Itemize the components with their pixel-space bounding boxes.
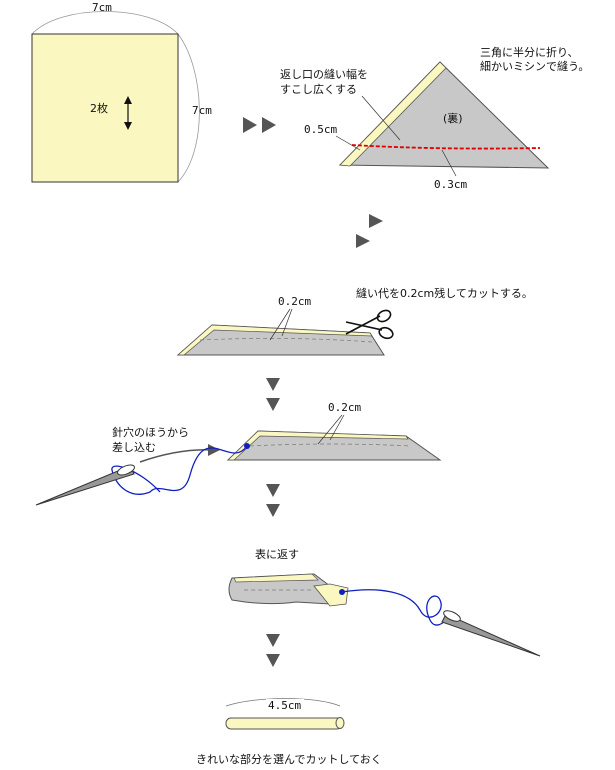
next-arrow-icon	[243, 117, 276, 133]
thread-entry-dot	[244, 443, 250, 449]
allowance-label: 0.2cm	[278, 295, 311, 308]
square-fabric	[31, 33, 179, 183]
allowance-leader-b	[329, 414, 345, 441]
tube-edge	[233, 573, 319, 583]
finished-cord	[225, 717, 343, 730]
seam-bottom-label: 0.3cm	[434, 178, 467, 191]
thread-exit-dot	[339, 589, 345, 595]
strip-edge	[227, 430, 409, 461]
double-arrow-icon	[124, 96, 132, 130]
fold-note-line1: 三角に半分に折り、	[480, 45, 579, 59]
step2-triangle-group: (裏) 三角に半分に折り、 細かいミシンで縫う。 返し口の縫い幅を すこし広くす…	[280, 45, 589, 191]
scissors-icon	[345, 309, 394, 340]
triangle-front-edge	[339, 61, 447, 167]
needle-note-line2: 差し込む	[112, 440, 156, 454]
fold-note-line2: 細かいミシンで縫う。	[480, 59, 589, 73]
down-arrow-icon	[266, 634, 280, 667]
dim-top-label: 7cm	[92, 1, 112, 14]
opening-note-line2: すこし広くする	[280, 83, 357, 96]
allowance-leader-b	[281, 308, 293, 337]
back-side-label: (裏)	[443, 111, 463, 125]
next-arrow-icon	[356, 214, 383, 248]
thread-line	[111, 445, 248, 495]
step1-square-group: 7cm 7cm 2枚	[31, 1, 212, 183]
turn-instruction: 表に返す	[255, 547, 299, 561]
dim-right-label: 7cm	[192, 104, 212, 117]
allowance-leader-a	[317, 414, 343, 445]
allowance-leader-a	[269, 308, 291, 341]
seam-left-label: 0.5cm	[304, 123, 337, 136]
needle-note-line1: 針穴のほうから	[112, 425, 189, 439]
seam-guide-line	[249, 443, 411, 447]
needle-icon	[35, 464, 135, 506]
down-arrow-icon	[266, 378, 280, 411]
step5-turn-group: 表に返す	[228, 547, 541, 657]
trimmed-strip-edge	[177, 324, 373, 356]
opening-note-line1: 返し口の縫い幅を	[280, 67, 368, 81]
insert-arrow-line	[139, 448, 215, 463]
length-arc	[225, 698, 341, 707]
tube-end	[313, 583, 349, 607]
length-label-bg	[266, 699, 304, 711]
seam-left-leader	[335, 135, 361, 151]
thread-line	[341, 589, 453, 626]
count-label: 2枚	[90, 101, 108, 115]
seam-bottom-leader	[441, 149, 457, 177]
step4-needle-group: 0.2cm 針穴のほうから 差し込む	[35, 401, 442, 506]
down-arrow-icon	[266, 484, 280, 517]
opening-leader-line	[361, 95, 401, 141]
seam-stitch-line	[351, 144, 541, 150]
insert-arrow-icon	[208, 444, 220, 456]
seam-guide-line	[199, 338, 373, 343]
allowance-label: 0.2cm	[328, 401, 361, 414]
step3-cut-group: 0.2cm 縫い代を0.2cm残してカットする。	[176, 286, 533, 356]
needle-icon	[441, 610, 541, 657]
final-note: きれいな部分を選んでカットしておく	[196, 752, 382, 766]
step6-cord-group: 4.5cm きれいな部分を選んでカットしておく	[196, 698, 382, 766]
length-label: 4.5cm	[268, 699, 301, 712]
cut-instruction: 縫い代を0.2cm残してカットする。	[356, 286, 533, 300]
cord-end	[335, 717, 345, 729]
